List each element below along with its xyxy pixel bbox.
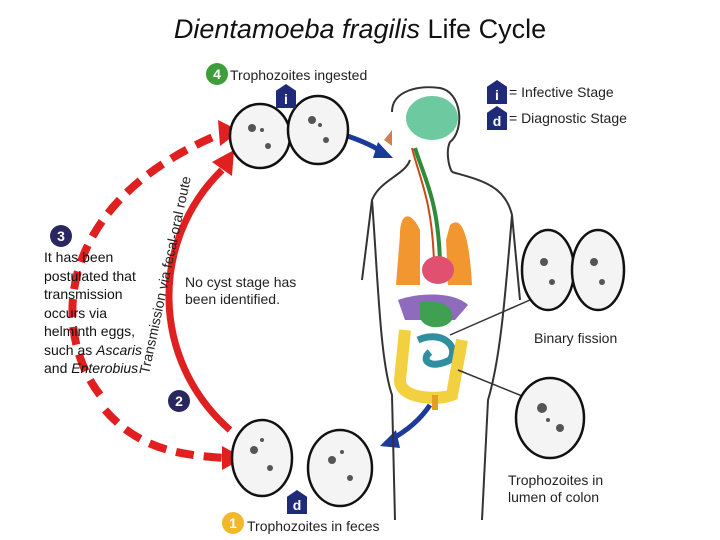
fecal-oral-arrow (165, 167, 233, 433)
trophozoite-ingested-right (286, 94, 350, 166)
step-4-badge: 4 (206, 63, 228, 85)
legend-diagnostic-text: = Diagnostic Stage (509, 110, 627, 126)
step-2-badge: 2 (168, 390, 190, 412)
large-intestine (393, 329, 468, 404)
fecal-oral-arrowhead (212, 150, 234, 176)
legend-infective-icon: i (487, 80, 507, 104)
pointer-line-fission (449, 299, 531, 336)
excretion-arrowhead (380, 430, 400, 448)
title-suffix: Life Cycle (420, 14, 547, 44)
binary-fission-label: Binary fission (534, 330, 618, 346)
stomach (420, 301, 453, 328)
step-3-note: It has been postulated that transmission… (44, 249, 143, 376)
brain (406, 96, 458, 140)
nose (384, 130, 392, 146)
legend-infective-text: = Infective Stage (509, 84, 614, 100)
trophozoite-lumen (514, 376, 586, 460)
trophozoite-feces-left (230, 418, 294, 498)
legend-diagnostic-icon: d (487, 106, 507, 130)
step-1-badge: 1 (222, 512, 244, 534)
binary-fission-cell-right (570, 228, 626, 312)
small-intestine (416, 333, 457, 368)
step-3-badge: 3 (50, 225, 72, 247)
helminth-route-arrow (68, 128, 227, 398)
human-body (361, 86, 521, 521)
diagnostic-stage-tag: d (287, 490, 307, 514)
ingestion-arrowhead (373, 142, 393, 158)
diagram-title: Dientamoeba fragilis Life Cycle (0, 14, 720, 45)
title-organism: Dientamoeba fragilis (173, 14, 421, 44)
trophozoite-ingested-left (228, 102, 292, 170)
infective-stage-tag: i (276, 84, 296, 108)
esophagus-outline (411, 147, 435, 263)
lung-left (396, 216, 420, 285)
helminth-route-arrow-lower (101, 407, 226, 462)
heart (422, 256, 454, 284)
trophozoite-feces-right (306, 428, 374, 508)
esophagus (413, 147, 442, 263)
step-1-label: Trophozoites in feces (247, 518, 380, 534)
pointer-line-lumen (457, 369, 533, 401)
binary-fission-cell-left (520, 228, 576, 312)
step-4-label: Trophozoites ingested (230, 67, 368, 83)
